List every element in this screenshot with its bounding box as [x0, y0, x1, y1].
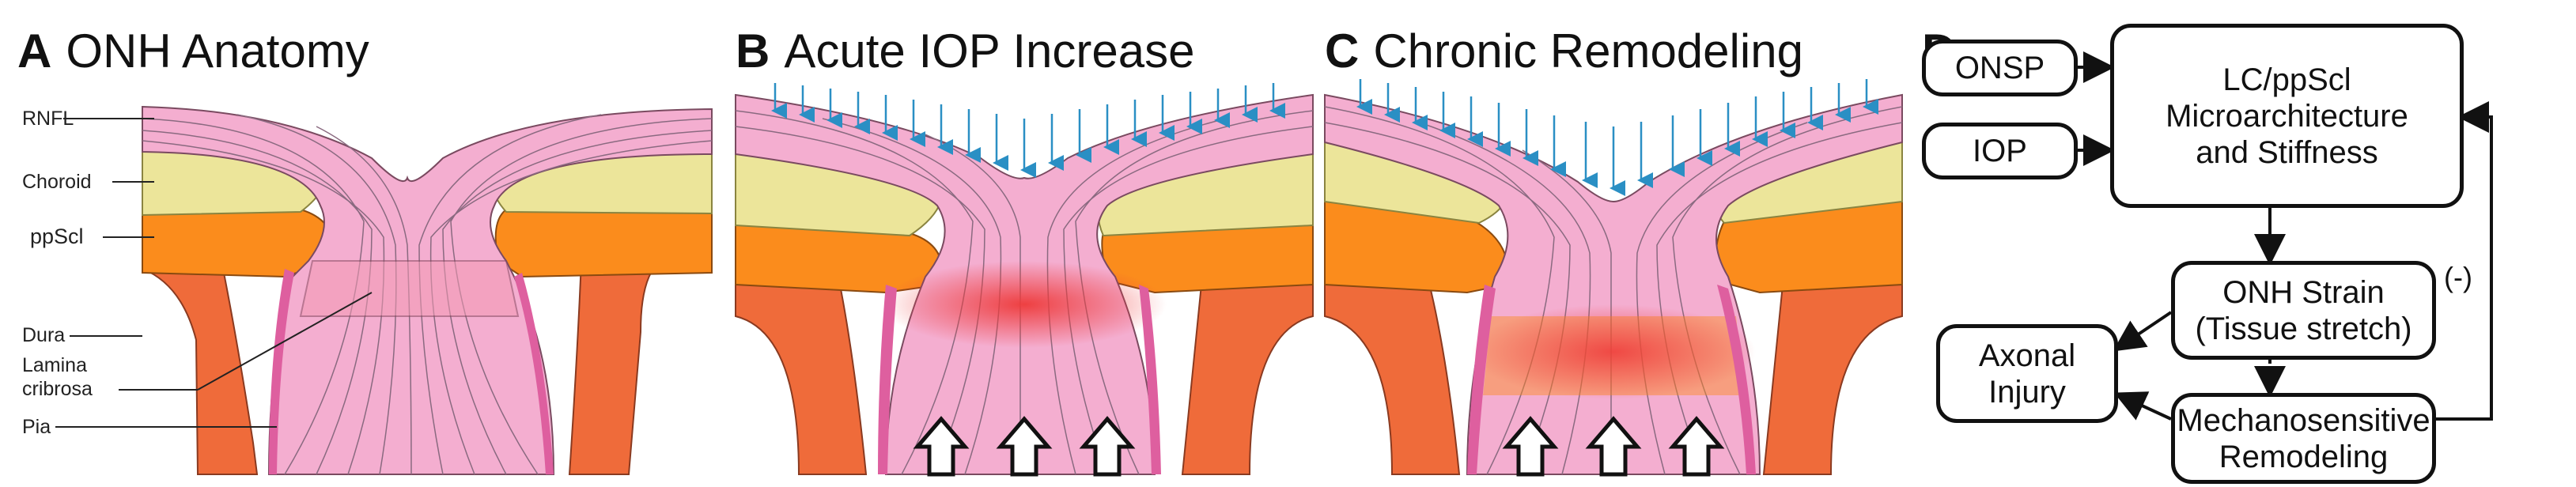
feedback-label: (-)	[2444, 261, 2472, 293]
panel-c-illustration	[1324, 79, 1903, 477]
onsp-box: ONSP	[1922, 40, 2078, 96]
iop-arrows-c	[1356, 79, 1878, 196]
label-pia: Pia	[22, 416, 51, 438]
iop-label: IOP	[1973, 134, 2027, 168]
label-rnfl: RNFL	[22, 108, 74, 130]
pia-right-c	[1717, 285, 1756, 474]
pia-left-b	[878, 285, 897, 474]
panel-b: B Acute IOP Increase	[728, 0, 1317, 487]
pia-right-b	[1139, 285, 1161, 474]
remodeling-box: Mechanosensitive Remodeling	[2171, 393, 2436, 484]
onsp-arrows-b	[913, 416, 1136, 477]
dura-left	[142, 260, 259, 475]
lc-label-1: LC/ppScl	[2222, 62, 2351, 97]
axonal-label-2: Injury	[1988, 374, 2066, 410]
iop-box: IOP	[1922, 123, 2078, 179]
strain-region-c	[1471, 304, 1756, 399]
panel-a: A ONH Anatomy	[0, 0, 728, 487]
dura-right-b	[1181, 276, 1314, 475]
panel-b-letter: B	[736, 25, 770, 77]
label-dura: Dura	[22, 324, 66, 346]
panel-d: D ONSP IOP LC/ppScl Microarchitecture an…	[1906, 0, 2576, 487]
sclera-right	[494, 208, 713, 278]
lc-stiffness-box: LC/ppScl Microarchitecture and Stiffness	[2110, 24, 2464, 208]
remodel-label-1: Mechanosensitive	[2177, 402, 2430, 438]
iop-arrows-b	[771, 83, 1285, 178]
onsp-arrows-c	[1502, 416, 1725, 477]
onsp-label: ONSP	[1954, 51, 2045, 85]
dura-right	[568, 260, 663, 475]
panel-a-title-text: ONH Anatomy	[66, 25, 369, 77]
dura-left-b	[735, 276, 868, 475]
pia-right	[514, 273, 554, 474]
panel-a-letter: A	[17, 25, 52, 77]
lamina-band	[299, 260, 520, 317]
label-ppscl: ppScl	[30, 225, 84, 248]
panel-b-title-text: Acute IOP Increase	[784, 25, 1195, 77]
label-choroid: Choroid	[22, 171, 92, 193]
flowchart-arrows	[2078, 51, 2493, 421]
dura-right-c	[1762, 276, 1903, 475]
strain-label-1: ONH Strain	[2222, 274, 2385, 310]
strain-label-2: (Tissue stretch)	[2195, 311, 2412, 346]
panel-b-illustration	[735, 83, 1314, 477]
pia-left	[269, 269, 294, 474]
remodel-label-2: Remodeling	[2219, 439, 2389, 474]
onh-strain-box: ONH Strain (Tissue stretch)	[2171, 261, 2436, 360]
strain-region-b	[882, 261, 1167, 348]
dura-left-c	[1324, 276, 1461, 475]
rnfl-layer-c	[1324, 93, 1903, 475]
panel-c-title-text: Chronic Remodeling	[1373, 25, 1803, 77]
lc-label-2: Microarchitecture	[2166, 98, 2408, 134]
panel-a-illustration	[55, 105, 713, 475]
label-lamina: Lamina	[22, 354, 87, 376]
panel-b-title: B Acute IOP Increase	[736, 24, 1195, 78]
label-cribrosa: cribrosa	[22, 378, 93, 400]
panel-c-letter: C	[1325, 25, 1360, 77]
pia-left-c	[1467, 285, 1496, 474]
lc-label-3: and Stiffness	[2196, 134, 2378, 170]
axonal-label-1: Axonal	[1978, 338, 2076, 373]
panel-a-title: A ONH Anatomy	[17, 24, 369, 78]
axonal-injury-box: Axonal Injury	[1936, 324, 2118, 423]
